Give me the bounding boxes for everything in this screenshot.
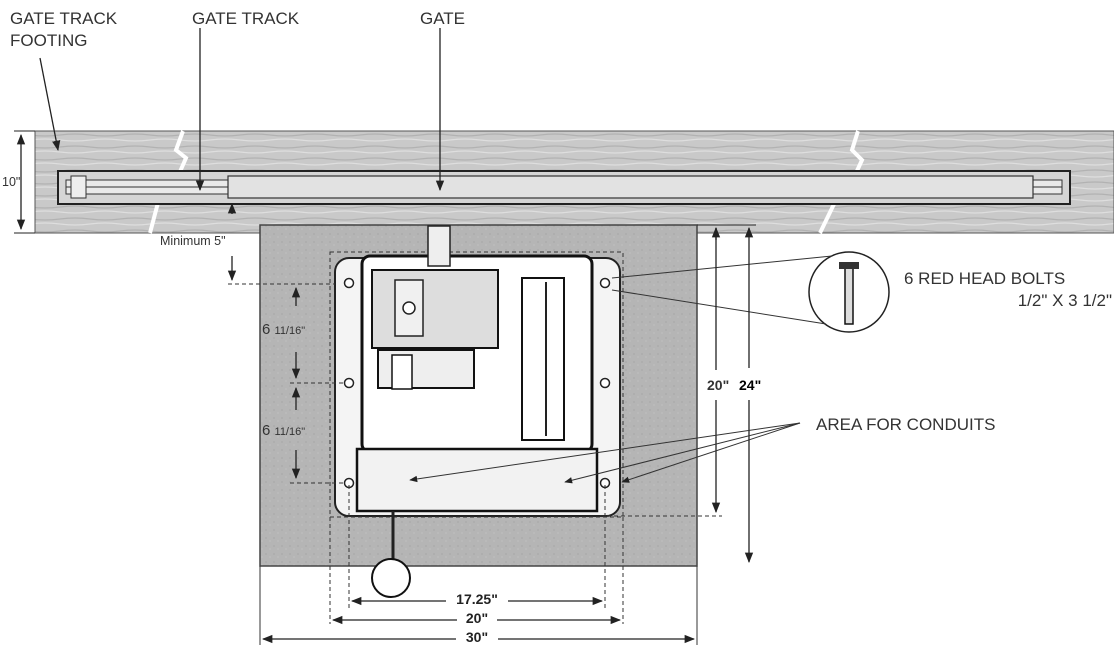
bolt-spacing-upper-frac: 11/16" — [275, 325, 306, 337]
gate-end-block — [70, 175, 87, 199]
bolt-callout-leader-top — [611, 255, 833, 279]
width-bolts-label-bg — [446, 592, 508, 606]
conduit-leader-to-box — [409, 422, 801, 483]
operator-shaft — [427, 225, 451, 267]
bolts-size-label: 1/2" X 3 1/2" — [1018, 291, 1112, 310]
pad-inner-depth-label: 20" — [707, 377, 729, 393]
bolts-title-label: 6 RED HEAD BOLTS — [904, 269, 1065, 288]
gear-shaft — [402, 301, 416, 315]
gate-track-footing-label-line1: GATE TRACK — [10, 9, 118, 28]
conduits-label: AREA FOR CONDUITS — [816, 415, 995, 434]
bolt-spacing-lower-whole: 6 — [262, 422, 270, 439]
conduit-leader-to-plate — [621, 422, 801, 483]
bolt-spacing-upper-whole: 6 — [262, 321, 270, 338]
bolt-hole-top-left — [343, 277, 355, 289]
limit-switch — [391, 354, 413, 390]
width-inner-label: 20" — [466, 610, 488, 626]
width-pad-label: 30" — [466, 629, 488, 645]
width-pad-label-bg — [456, 630, 498, 644]
footing-height-label: 10" — [2, 175, 20, 189]
bolt-spacing-lower-label: 6 11/16" — [262, 422, 305, 439]
width-bolts-label: 17.25" — [456, 591, 498, 607]
bolt-spacing-lower-frac: 11/16" — [275, 426, 306, 438]
bolt-spacing-upper-label: 6 11/16" — [262, 321, 305, 338]
gate-track-footing-label-line2: FOOTING — [10, 31, 87, 50]
pad-outer-depth-label: 24" — [739, 377, 761, 393]
gate-label: GATE — [420, 9, 465, 28]
width-inner-label-bg — [457, 611, 497, 625]
release-handle-knob — [371, 558, 411, 598]
control-board — [521, 277, 565, 441]
mounting-plate-dashed-outline — [329, 251, 624, 518]
bolt-callout-leader-bottom — [611, 289, 827, 325]
pad-depth-label-bg — [704, 372, 770, 396]
bolt-hole-mid-left — [343, 377, 355, 389]
gate-track-label: GATE TRACK — [192, 9, 300, 28]
red-head-bolt-head — [839, 262, 859, 269]
conduit-box — [355, 447, 599, 513]
bolt-hole-top-right — [599, 277, 611, 289]
red-head-bolt-shank — [844, 267, 854, 325]
gear-motor — [371, 269, 499, 349]
bolt-hole-mid-right — [599, 377, 611, 389]
gate-panel — [227, 175, 1034, 199]
footing-label-arrow — [39, 57, 61, 152]
minimum-clearance-label: Minimum 5" — [160, 234, 226, 248]
conduit-leader-to-box-right — [564, 422, 801, 484]
